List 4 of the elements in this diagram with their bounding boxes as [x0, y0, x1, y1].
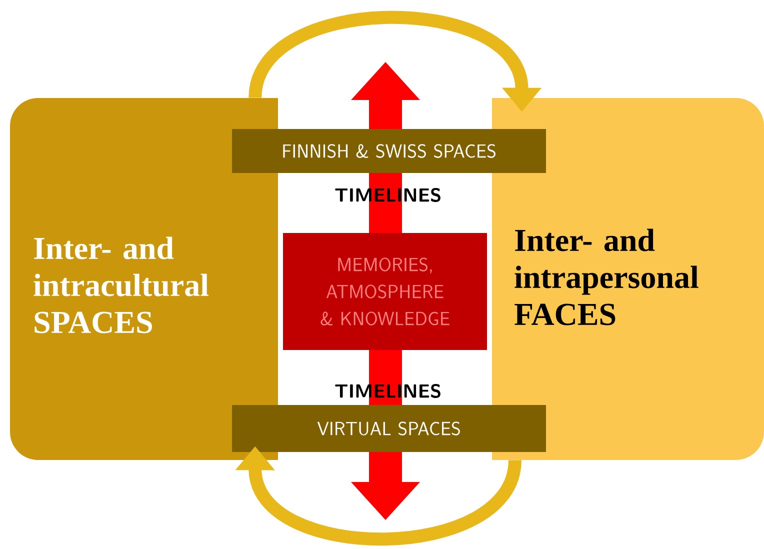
banner-bar: FINNISH & SWISS SPACES [232, 129, 546, 173]
panel: Inter- and intracultural SPACES [10, 98, 278, 460]
center-box: MEMORIES, ATMOSPHERE & KNOWLEDGE [283, 233, 487, 350]
banner-bar: VIRTUAL SPACES [232, 404, 546, 452]
